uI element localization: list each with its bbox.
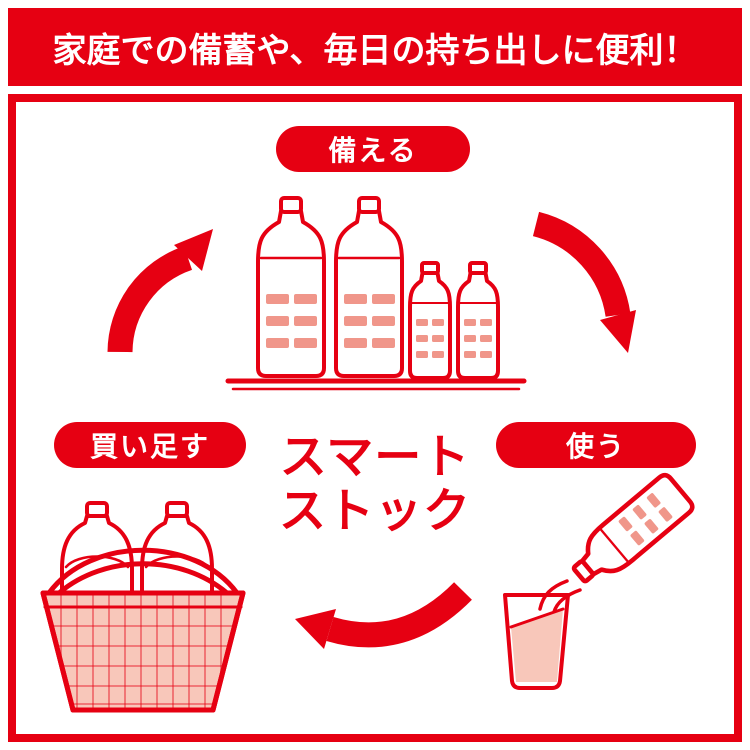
basket-handle-icon bbox=[46, 547, 240, 595]
center-title-line2: ストック bbox=[279, 484, 471, 538]
water-in-cup bbox=[511, 609, 563, 682]
center-title-line1: スマート bbox=[279, 430, 471, 483]
step-prepare-badge: 備える bbox=[276, 126, 470, 172]
cycle-arrow-use-to-restock bbox=[295, 582, 472, 649]
cycle-arrow-restock-to-prepare bbox=[107, 229, 213, 353]
basket-with-bottles-icon bbox=[40, 501, 246, 713]
step-use-badge: 使う bbox=[496, 422, 696, 468]
pouring-bottle-into-cup-icon bbox=[503, 472, 695, 690]
basket-handle-icon bbox=[57, 561, 229, 595]
header-banner: 家庭での備蓄や、毎日の持ち出しに便利！ bbox=[8, 8, 742, 86]
cycle-arrow-prepare-to-use bbox=[532, 211, 636, 353]
cycle-board: 備える 使う 買い足す スマート ストック bbox=[8, 94, 742, 742]
pour-stream-icon bbox=[538, 579, 569, 611]
stock-bottles-shelf-icon bbox=[225, 196, 527, 391]
step-prepare-label: 備える bbox=[328, 135, 418, 166]
step-use-label: 使う bbox=[565, 431, 626, 462]
center-title: スマート ストック bbox=[279, 430, 471, 538]
cycle-illustration bbox=[40, 196, 734, 713]
step-restock-label: 買い足す bbox=[89, 431, 210, 462]
cup-icon bbox=[503, 593, 570, 690]
header-title: 家庭での備蓄や、毎日の持ち出しに便利！ bbox=[52, 31, 698, 70]
step-restock-badge: 買い足す bbox=[54, 422, 246, 468]
